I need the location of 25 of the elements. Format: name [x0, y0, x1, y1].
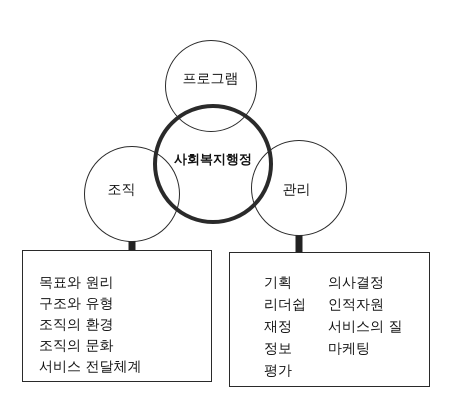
- topic-list-box: [229, 252, 430, 387]
- list-item: 서비스의 질: [328, 320, 402, 334]
- list-item: 기획: [264, 276, 292, 290]
- list-item: 평가: [264, 364, 292, 378]
- venn-circle: [165, 40, 257, 132]
- venn-circle: [251, 140, 347, 236]
- topic-label: 조직: [108, 182, 136, 196]
- connector-line: [128, 242, 136, 250]
- list-item: 리더쉽: [264, 298, 306, 312]
- list-item: 서비스 전달체계: [39, 360, 142, 374]
- list-item: 조직의 문화: [39, 339, 114, 353]
- topic-list-box: [22, 250, 212, 382]
- list-item: 정보: [264, 342, 292, 356]
- list-item: 재정: [264, 320, 292, 334]
- list-item: 구조와 유형: [39, 297, 114, 311]
- list-item: 목표와 원리: [39, 276, 114, 290]
- list-item: 의사결정: [328, 276, 384, 290]
- central-circle: [153, 104, 273, 224]
- topic-label: 관리: [282, 182, 310, 196]
- topic-label: 사회복지행정: [174, 154, 252, 166]
- connector-line: [296, 236, 302, 252]
- list-item: 인적자원: [328, 298, 384, 312]
- topic-label: 프로그램: [182, 72, 238, 86]
- list-item: 마케팅: [328, 342, 370, 356]
- list-item: 조직의 환경: [39, 318, 114, 332]
